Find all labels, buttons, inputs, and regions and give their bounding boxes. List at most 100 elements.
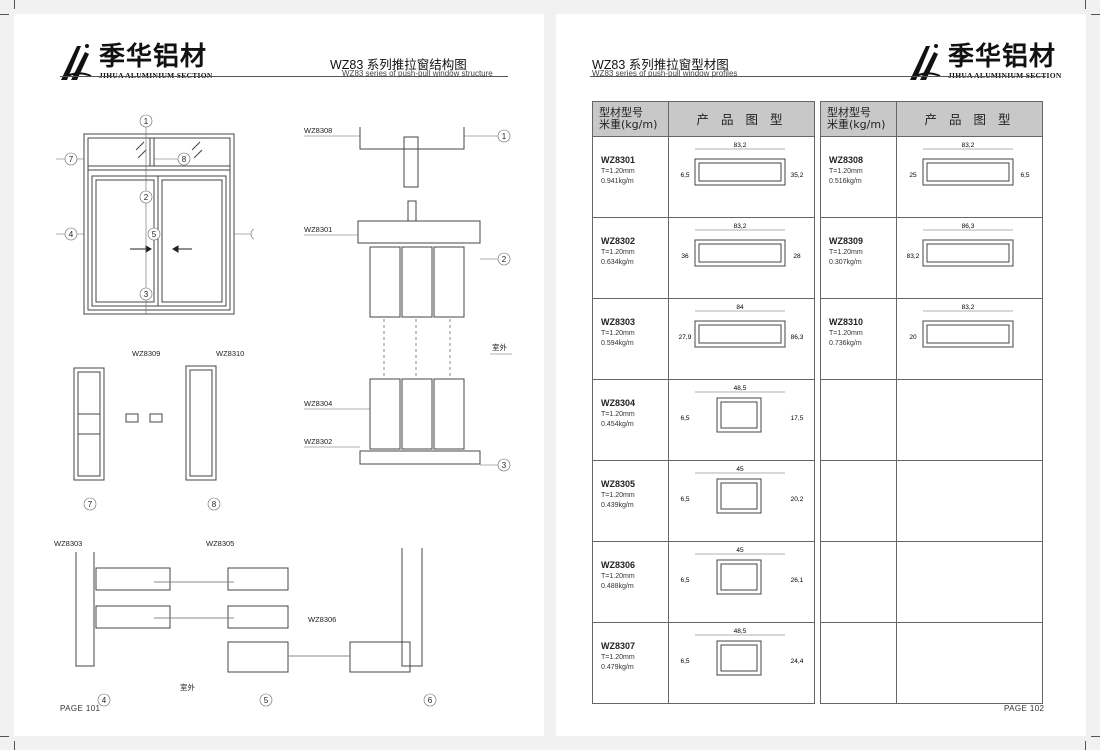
page-number: PAGE 101 (60, 704, 101, 713)
dim-height: 6,5 (680, 577, 689, 584)
profile-weight: 0.634kg/m (601, 259, 634, 266)
brand-name-en: JIHUA ALUMINIUM SECTION (948, 70, 1062, 80)
dim-width: 45 (736, 547, 744, 554)
profile-thickness: T=1.20mm (829, 168, 863, 175)
header-weight: 米重(kg/m) (599, 118, 658, 131)
callout-5: 5 (152, 230, 157, 239)
dim-height: 20 (909, 334, 917, 341)
profile-drawing: 83,2 36 28 (681, 223, 801, 267)
profile-thickness: T=1.20mm (601, 573, 635, 580)
callout-4: 4 (69, 230, 74, 239)
callout-7: 7 (69, 155, 74, 164)
dim-width: 45 (736, 466, 744, 473)
callout-4-detail: 4 (102, 696, 107, 705)
profile-thickness: T=1.20mm (601, 411, 635, 418)
profile-code: WZ8310 (829, 317, 864, 327)
profile-code: WZ8307 (601, 641, 636, 651)
dim-width: 48,5 (733, 385, 746, 392)
profile-weight: 0.439kg/m (601, 502, 634, 509)
dim-width: 83,2 (961, 304, 974, 311)
profile-weight: 0.479kg/m (601, 664, 634, 671)
page-title: WZ83 系列推拉窗结构图 (330, 58, 467, 72)
outdoor-label-bottom: 室外 (180, 682, 195, 692)
profile-code: WZ8306 (601, 560, 636, 570)
profile-weight: 0.941kg/m (601, 178, 634, 185)
header-rule (590, 76, 1046, 77)
profile-thickness: T=1.20mm (829, 249, 863, 256)
dim-height: 6,5 (680, 658, 689, 665)
profile-drawing: 45 6,5 26,1 (680, 547, 803, 595)
detail-7-8-drawing: WZ8309 WZ8310 7 8 (73, 349, 244, 511)
dim-width: 83,2 (733, 142, 746, 149)
dim-extra: 6,5 (1020, 172, 1029, 179)
profile-code: WZ8304 (601, 398, 636, 408)
brand-logo: 季华铝材 JIHUA ALUMINIUM SECTION (59, 40, 213, 82)
header-drawing: 产 品 图 型 (696, 112, 787, 127)
dim-height: 83,2 (906, 253, 919, 260)
dim-height: 27,9 (678, 334, 691, 341)
profile-weight: 0.516kg/m (829, 178, 862, 185)
left-page: 季华铝材 JIHUA ALUMINIUM SECTION WZ83 系列推拉窗结… (14, 14, 544, 736)
dim-height: 36 (681, 253, 689, 260)
profile-weight: 0.454kg/m (601, 421, 634, 428)
label-wz8305: WZ8305 (206, 539, 234, 548)
outdoor-label: 室外 (492, 342, 507, 352)
dim-extra: 20,2 (790, 496, 803, 503)
label-wz8301: WZ8301 (304, 225, 332, 234)
profile-drawing: 83,2 6,5 35,2 (680, 142, 803, 186)
profile-thickness: T=1.20mm (601, 492, 635, 499)
empty-row (820, 379, 1043, 461)
header-drawing: 产 品 图 型 (924, 112, 1015, 127)
label-wz8309: WZ8309 (132, 349, 160, 358)
callout-1: 1 (144, 117, 149, 126)
profile-drawing: 83,2 20 (909, 304, 1013, 348)
label-wz8306: WZ8306 (308, 615, 336, 624)
header-model: 型材型号 (599, 106, 643, 119)
profile-code: WZ8301 (601, 155, 636, 165)
callout-8: 8 (182, 155, 187, 164)
dim-height: 6,5 (680, 172, 689, 179)
dim-extra: 28 (793, 253, 801, 260)
profile-weight: 0.307kg/m (829, 259, 862, 266)
profile-code: WZ8309 (829, 236, 864, 246)
dim-width: 83,2 (733, 223, 746, 230)
profile-weight: 0.736kg/m (829, 340, 862, 347)
callout-1-section: 1 (502, 132, 507, 141)
dim-height: 6,5 (680, 415, 689, 422)
profile-code: WZ8303 (601, 317, 636, 327)
callout-2-section: 2 (502, 255, 507, 264)
dim-extra: 24,4 (790, 658, 803, 665)
brand-name-cn: 季华铝材 (948, 41, 1057, 72)
profile-code: WZ8302 (601, 236, 636, 246)
callout-6-detail: 6 (428, 696, 433, 705)
dim-height: 25 (909, 172, 917, 179)
label-wz8308: WZ8308 (304, 126, 332, 135)
callout-8-detail: 8 (212, 500, 217, 509)
brand-logo: 季华铝材 JIHUA ALUMINIUM SECTION (908, 40, 1062, 82)
callout-3-section: 3 (502, 461, 507, 470)
dim-extra: 26,1 (790, 577, 803, 584)
profile-code: WZ8308 (829, 155, 864, 165)
header-model: 型材型号 (827, 106, 871, 119)
callout-7-detail: 7 (88, 500, 93, 509)
callout-3: 3 (144, 290, 149, 299)
dim-extra: 35,2 (790, 172, 803, 179)
dim-extra: 17,5 (790, 415, 803, 422)
header-weight: 米重(kg/m) (827, 118, 886, 131)
profile-drawing: 48,5 6,5 17,5 (680, 385, 803, 433)
label-wz8304: WZ8304 (304, 399, 332, 408)
callout-2: 2 (144, 193, 149, 202)
